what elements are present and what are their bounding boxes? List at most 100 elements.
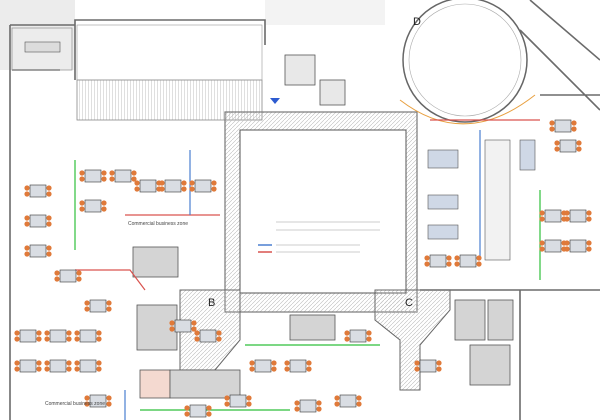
north-marker-icon <box>270 98 280 104</box>
roof-area <box>76 24 263 81</box>
chair <box>284 366 290 372</box>
chair <box>211 180 217 186</box>
chair <box>76 270 82 276</box>
desk <box>199 329 217 343</box>
desk <box>569 239 587 253</box>
desk <box>139 179 157 193</box>
desk <box>544 239 562 253</box>
chair <box>36 366 42 372</box>
desk <box>569 209 587 223</box>
chair <box>74 360 80 366</box>
desk-cluster <box>74 329 102 343</box>
chair <box>36 360 42 366</box>
desk-cluster <box>44 329 72 343</box>
desk-cluster <box>24 184 52 198</box>
commercial-zone-label-upper: Commercial business zone <box>128 221 188 227</box>
chair <box>134 186 140 192</box>
chair <box>96 336 102 342</box>
desk-cluster <box>539 239 567 253</box>
chair <box>344 336 350 342</box>
chair <box>539 216 545 222</box>
chair <box>191 320 197 326</box>
chair <box>14 330 20 336</box>
desk <box>59 269 77 283</box>
chair <box>564 216 570 222</box>
desk <box>339 394 357 408</box>
chair <box>454 261 460 267</box>
chair <box>74 330 80 336</box>
chair <box>539 210 545 216</box>
chair <box>46 215 52 221</box>
desk-cluster <box>344 329 372 343</box>
chair <box>169 320 175 326</box>
chair <box>249 360 255 366</box>
chair <box>249 366 255 372</box>
stair-core-c <box>374 289 451 391</box>
chair <box>131 176 137 182</box>
chair <box>109 170 115 176</box>
chair <box>184 405 190 411</box>
desk-cluster <box>79 169 107 183</box>
desk-cluster <box>24 214 52 228</box>
chair <box>586 246 592 252</box>
chair <box>24 191 30 197</box>
desk-cluster <box>79 199 107 213</box>
desk-cluster <box>564 239 592 253</box>
chair <box>66 336 72 342</box>
chair <box>106 306 112 312</box>
desk <box>164 179 182 193</box>
chair <box>24 251 30 257</box>
chair <box>106 401 112 407</box>
chair <box>134 180 140 186</box>
chair <box>24 221 30 227</box>
chair <box>344 330 350 336</box>
chair <box>109 176 115 182</box>
chair <box>101 206 107 212</box>
chair <box>96 330 102 336</box>
desk <box>299 399 317 413</box>
circulation-arc-orange <box>399 94 536 125</box>
desk-cluster <box>109 169 137 183</box>
chair <box>334 395 340 401</box>
desk <box>89 299 107 313</box>
chair <box>46 221 52 227</box>
chair <box>306 360 312 366</box>
desk-cluster <box>194 329 222 343</box>
desk <box>429 254 447 268</box>
chair <box>476 261 482 267</box>
chair <box>316 406 322 412</box>
chair <box>46 191 52 197</box>
desk-cluster <box>14 359 42 373</box>
chair <box>189 180 195 186</box>
atrium-legend <box>258 221 380 253</box>
chair <box>271 360 277 366</box>
chair <box>586 210 592 216</box>
chair <box>84 395 90 401</box>
desk <box>559 139 577 153</box>
chair <box>294 400 300 406</box>
chair <box>14 360 20 366</box>
chair <box>216 336 222 342</box>
desk-cluster <box>334 394 362 408</box>
desk <box>79 329 97 343</box>
chair <box>554 146 560 152</box>
chair <box>79 170 85 176</box>
desk <box>229 394 247 408</box>
meeting-room-top-left <box>11 27 73 71</box>
chair <box>366 336 372 342</box>
chair <box>74 366 80 372</box>
chair <box>454 255 460 261</box>
chair <box>246 395 252 401</box>
commercial-zone-label-lower: Commercial business zone <box>45 401 105 407</box>
desk-cluster <box>549 119 577 133</box>
chair <box>24 215 30 221</box>
chair <box>66 366 72 372</box>
desk-cluster <box>159 179 187 193</box>
desk-cluster <box>224 394 252 408</box>
chair <box>271 366 277 372</box>
chair <box>181 186 187 192</box>
chair <box>194 336 200 342</box>
atrium-void <box>239 129 407 294</box>
desk <box>84 169 102 183</box>
chair <box>84 300 90 306</box>
